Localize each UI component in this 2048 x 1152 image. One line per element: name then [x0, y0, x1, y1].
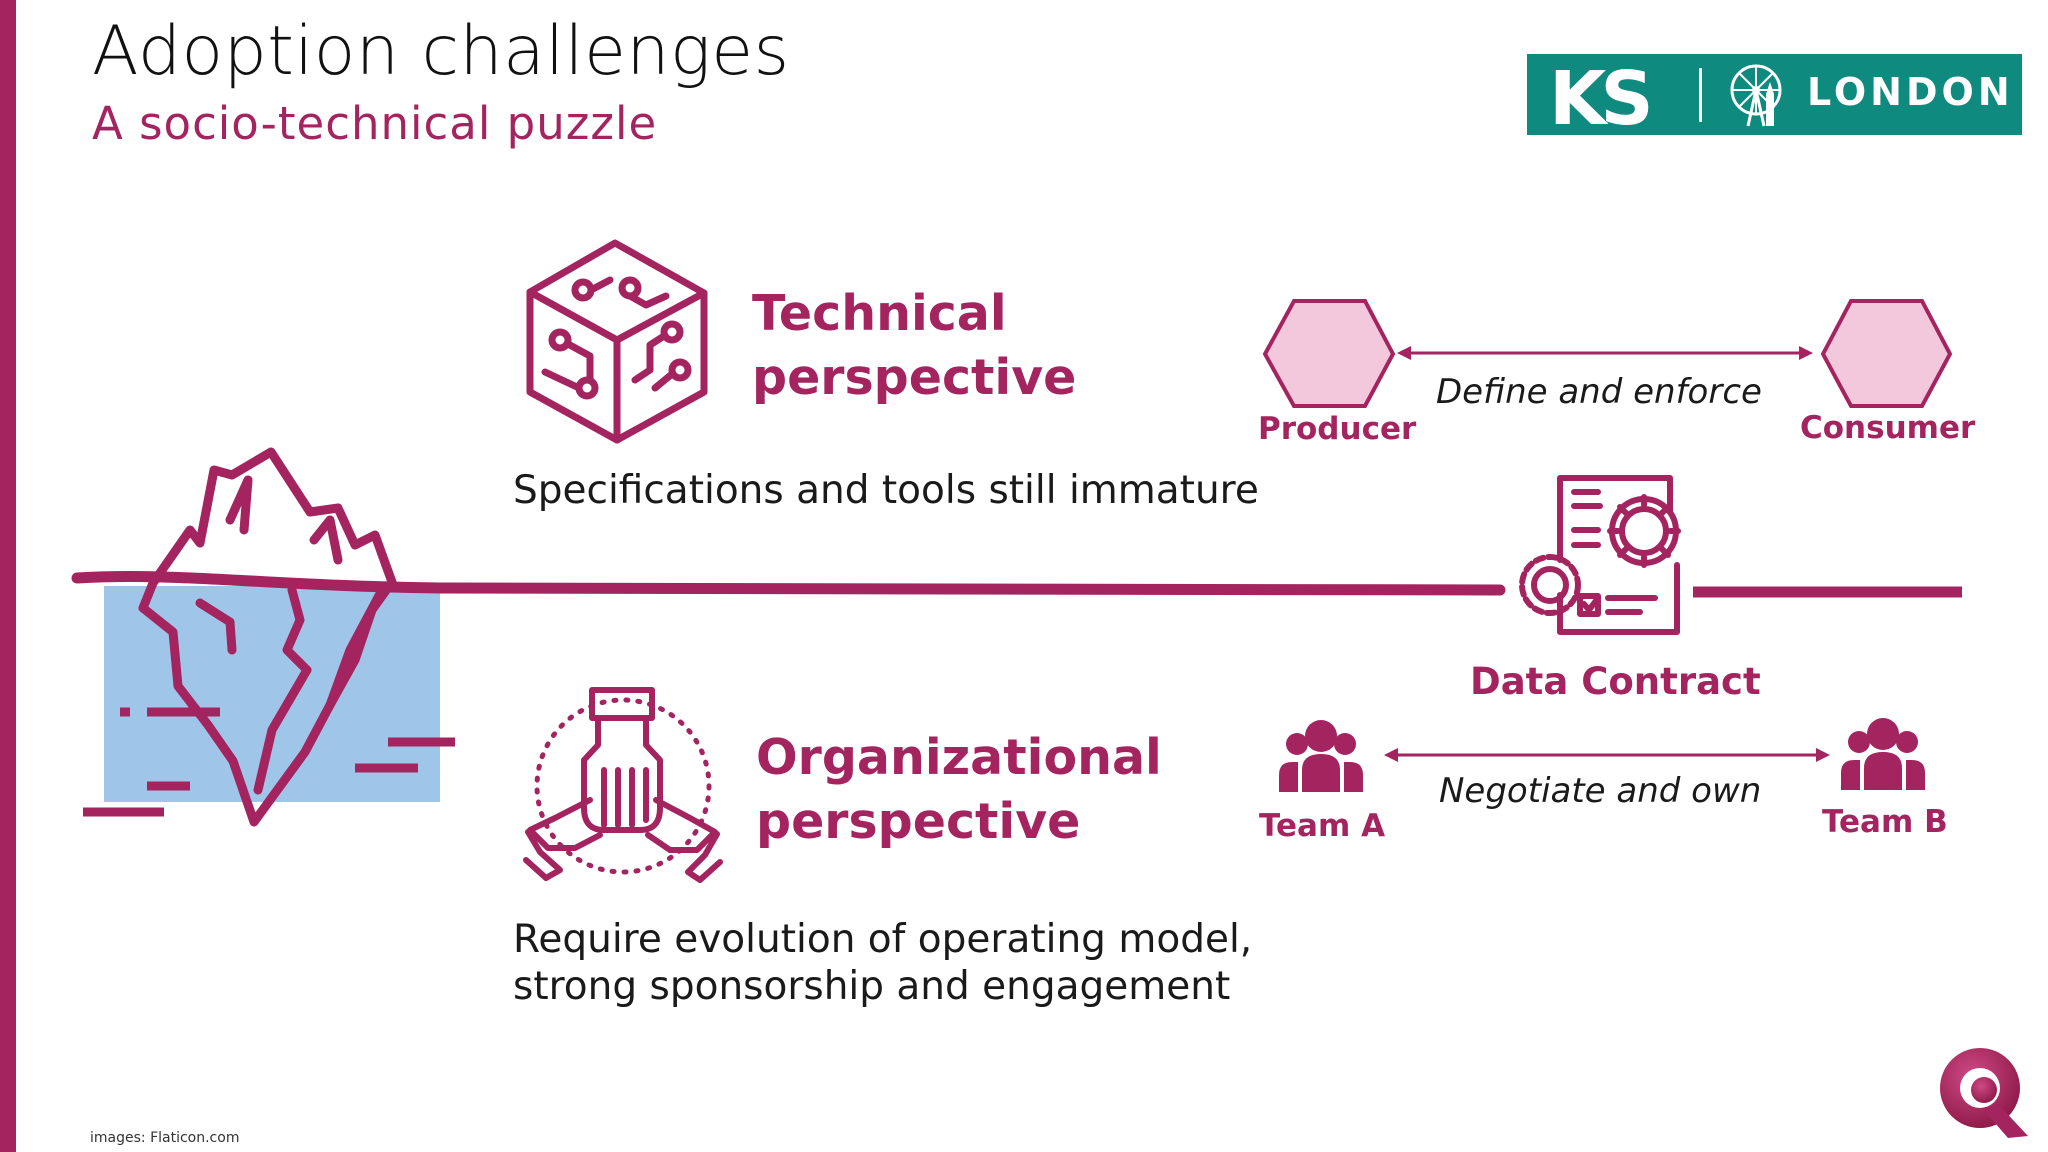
producer-hexagon: [1262, 299, 1396, 408]
technical-heading-line2: perspective: [752, 349, 1077, 406]
logo-brand: KS: [1549, 56, 1654, 142]
q-logo-icon: [1940, 1048, 2028, 1138]
logo-divider: [1699, 68, 1702, 122]
define-enforce-label: Define and enforce: [1436, 372, 1762, 412]
define-enforce-arrow: [1397, 346, 1813, 360]
producer-label: Producer: [1258, 411, 1417, 447]
consumer-label: Consumer: [1800, 410, 1976, 446]
ferris-wheel-icon: [1730, 64, 1782, 127]
circuit-cube-icon: [526, 239, 708, 444]
team-a-icon: [1279, 720, 1363, 792]
image-credit: images: Flaticon.com: [90, 1130, 240, 1146]
negotiate-own-label: Negotiate and own: [1439, 771, 1762, 811]
technical-heading: Technical perspective: [752, 282, 1076, 410]
organizational-description: Require evolution of operating model, st…: [513, 916, 1252, 1010]
organizational-heading-line2: perspective: [756, 793, 1081, 850]
team-b-icon: [1841, 718, 1925, 790]
accent-bar: [0, 0, 16, 1152]
technical-description: Specifications and tools still immature: [513, 468, 1259, 513]
page-title: Adoption challenges: [92, 12, 790, 91]
hands-teamwork-icon: [523, 687, 723, 883]
negotiate-own-arrow: [1384, 748, 1830, 762]
organizational-description-line1: Require evolution of operating model,: [513, 917, 1253, 962]
page-subtitle: A socio-technical puzzle: [92, 97, 658, 150]
event-logo: KS LONDON: [1527, 54, 2022, 142]
water-dashes: [83, 707, 455, 817]
organizational-heading-line1: Organizational: [756, 729, 1162, 786]
consumer-hexagon: [1820, 299, 1953, 408]
water-line: [71, 571, 1506, 596]
organizational-description-line2: strong sponsorship and engagement: [513, 964, 1231, 1009]
team-b-label: Team B: [1822, 804, 1948, 840]
data-contract-icon: [1519, 475, 1681, 635]
team-a-label: Team A: [1259, 808, 1386, 844]
iceberg-icon: [138, 447, 397, 827]
data-contract-label: Data Contract: [1470, 660, 1761, 703]
technical-heading-line1: Technical: [752, 285, 1007, 342]
logo-city: LONDON: [1807, 70, 2014, 114]
organizational-heading: Organizational perspective: [756, 726, 1162, 854]
